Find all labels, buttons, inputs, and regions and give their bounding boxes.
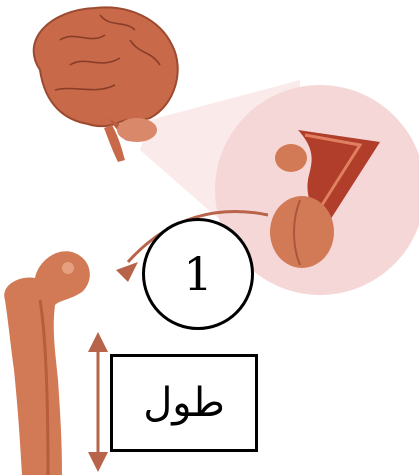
number-callout: 1 — [142, 218, 254, 330]
number-label: 1 — [183, 251, 212, 297]
femur-bone-icon — [4, 251, 90, 475]
length-arrow-icon — [88, 332, 108, 472]
length-label: طول — [143, 383, 225, 423]
label-callout-box: طول — [110, 354, 258, 452]
